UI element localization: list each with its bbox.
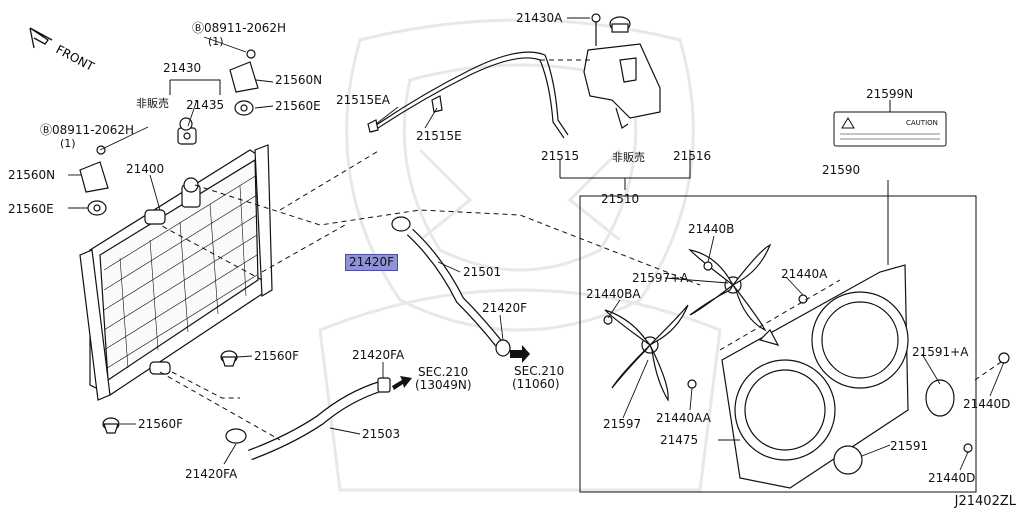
group-brackets	[169, 79, 977, 493]
part-number: 08911-2062H	[52, 123, 135, 137]
label-21590: 21590	[822, 163, 861, 177]
label-21440B: 21440B	[688, 222, 735, 236]
label-21510: 21510	[601, 192, 640, 206]
diagram-id: J21402ZL	[954, 494, 1016, 509]
fan-shroud-21475	[721, 264, 955, 489]
label-08911-left-qty: (1)	[60, 137, 76, 150]
label-08911-top-qty: (1)	[208, 35, 224, 48]
label-21420FA-bottom: 21420FA	[185, 467, 238, 481]
label-21515: 21515	[541, 149, 580, 163]
label-sec210-left[interactable]: SEC.210	[418, 365, 469, 379]
label-21560E-left: 21560E	[8, 202, 54, 216]
label-21420FA-top: 21420FA	[352, 348, 405, 362]
caution-label-21599N: CAUTION	[833, 111, 947, 147]
label-08911-left: Ⓑ08911-2062H	[40, 123, 135, 137]
label-21560N-top: 21560N	[275, 73, 323, 87]
reservoir-tank-21510	[583, 13, 661, 129]
caution-text: CAUTION	[906, 119, 938, 127]
label-21560F-bottom: 21560F	[138, 417, 184, 431]
label-21435: 21435	[186, 98, 225, 112]
part-number: 08911-2062H	[204, 21, 287, 35]
label-21597: 21597	[603, 417, 642, 431]
label-21440A: 21440A	[781, 267, 828, 281]
label-sec210-right-sub: (11060)	[512, 377, 560, 391]
label-21440D-right: 21440D	[963, 397, 1011, 411]
label-sec210-left-sub: (13049N)	[415, 378, 472, 392]
label-21400: 21400	[126, 162, 165, 176]
label-21430: 21430	[163, 61, 202, 75]
label-21515EA: 21515EA	[336, 93, 390, 107]
radiator-21400	[79, 144, 273, 401]
label-21440D-bottom: 21440D	[928, 471, 976, 485]
fan-blades	[604, 243, 772, 402]
direction-arrows	[392, 345, 530, 390]
label-21591: 21591	[890, 439, 929, 453]
front-label: FRONT	[54, 42, 97, 74]
label-21440AA: 21440AA	[656, 411, 711, 425]
label-21420F-highlighted[interactable]: 21420F	[345, 254, 399, 271]
label-21501: 21501	[463, 265, 502, 279]
dashed-leaders	[159, 59, 1005, 441]
label-hihanbai-1: 非販売	[136, 97, 169, 110]
mount-bushings	[79, 49, 259, 434]
label-21440BA: 21440BA	[586, 287, 641, 301]
label-08911-top: Ⓑ08911-2062H	[192, 21, 287, 35]
hoses	[248, 51, 569, 461]
label-21591A: 21591+A	[912, 345, 969, 359]
label-21560F-right: 21560F	[254, 349, 300, 363]
label-21599N: 21599N	[866, 87, 914, 101]
leader-lines	[68, 17, 1005, 471]
label-21597A: 21597+A	[632, 271, 689, 285]
label-21430A: 21430A	[516, 11, 563, 25]
label-sec210-right[interactable]: SEC.210	[514, 364, 565, 378]
label-21515E: 21515E	[416, 129, 462, 143]
label-21475: 21475	[660, 433, 699, 447]
label-21560N-left: 21560N	[8, 168, 56, 182]
front-arrow-icon	[29, 27, 53, 49]
label-21560E-top: 21560E	[275, 99, 321, 113]
watermark-emblem	[318, 18, 722, 492]
label-21420F: 21420F	[482, 301, 528, 315]
label-21503: 21503	[362, 427, 401, 441]
label-21516: 21516	[673, 149, 712, 163]
label-hihanbai-2: 非販売	[612, 151, 645, 164]
